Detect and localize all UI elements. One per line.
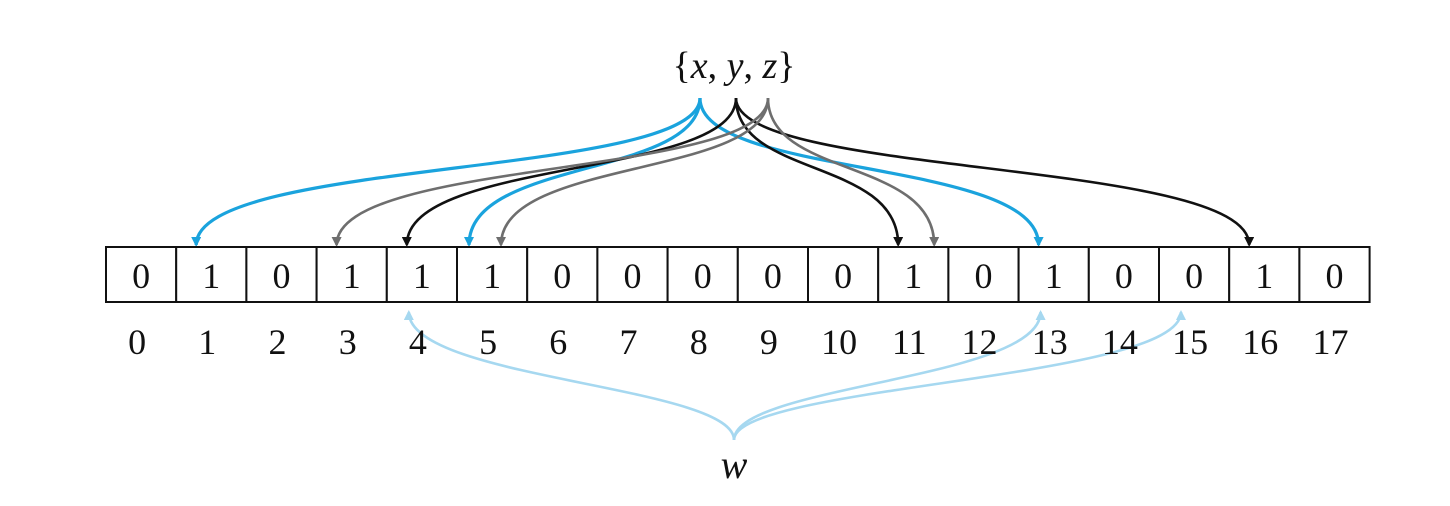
- hash-arrow-w-to-4: [403, 310, 736, 441]
- bit-value: 1: [483, 256, 501, 296]
- index-label: 10: [821, 322, 857, 362]
- index-label: 12: [962, 322, 998, 362]
- bit-cell: [1158, 246, 1231, 303]
- bit-value: 1: [202, 256, 220, 296]
- bit-value: 1: [1045, 256, 1063, 296]
- index-label: 6: [549, 322, 567, 362]
- bit-cell: [315, 246, 388, 303]
- bit-value: 0: [975, 256, 993, 296]
- bit-value: 1: [343, 256, 361, 296]
- bit-value: 1: [1255, 256, 1273, 296]
- hash-arrow-z-to-5: [496, 97, 770, 247]
- bit-cell: [105, 246, 178, 303]
- index-label: 14: [1102, 322, 1138, 362]
- bit-value: 0: [553, 256, 571, 296]
- index-label: 11: [892, 322, 927, 362]
- index-label: 2: [269, 322, 287, 362]
- bit-cell: [807, 246, 880, 303]
- bit-value: 1: [904, 256, 922, 296]
- bit-cell: [666, 246, 739, 303]
- hash-arrow-z-to-3: [331, 97, 770, 247]
- bit-value: 0: [694, 256, 712, 296]
- index-label: 1: [198, 322, 216, 362]
- set-label: {x, y, z}: [672, 45, 795, 87]
- bit-cell: [385, 246, 458, 303]
- bit-value: 0: [624, 256, 642, 296]
- query-element-label: w: [721, 442, 748, 487]
- index-label: 9: [760, 322, 778, 362]
- bit-cell: [947, 246, 1020, 303]
- index-label: 15: [1172, 322, 1208, 362]
- hash-arrows: [191, 97, 1255, 441]
- hash-arrow-y-to-4: [401, 97, 738, 247]
- bit-cell: [175, 246, 248, 303]
- index-label: 4: [409, 322, 427, 362]
- bit-value: 0: [834, 256, 852, 296]
- bit-cell: [1017, 246, 1090, 303]
- bit-cell: [245, 246, 318, 303]
- index-label: 17: [1313, 322, 1349, 362]
- bit-value: 0: [1115, 256, 1133, 296]
- hash-arrow-z-to-11: [766, 97, 940, 247]
- bit-cell: [526, 246, 599, 303]
- bit-value: 0: [132, 256, 150, 296]
- hash-arrow-x-to-1: [191, 97, 702, 247]
- index-label: 7: [620, 322, 638, 362]
- bit-array: 0 1 0 1 1 1 0 0 0 0 0 1 0 1 0 0 1 0: [105, 246, 1371, 303]
- index-label: 8: [690, 322, 708, 362]
- bit-cell: [1298, 246, 1371, 303]
- bit-cell: [1087, 246, 1161, 303]
- bit-cell: [456, 246, 529, 303]
- hash-arrow-w-to-13: [732, 310, 1046, 441]
- hash-arrow-w-to-15: [732, 310, 1186, 441]
- bit-value: 1: [413, 256, 431, 296]
- index-label: 13: [1032, 322, 1068, 362]
- index-label: 0: [128, 322, 146, 362]
- hash-arrow-x-to-5: [464, 97, 702, 247]
- bit-cell: [736, 246, 809, 303]
- index-label: 16: [1242, 322, 1278, 362]
- bit-cell: [1228, 246, 1301, 303]
- hash-arrow-y-to-11: [734, 97, 904, 247]
- bit-value: 0: [1326, 256, 1344, 296]
- bit-value: 0: [273, 256, 291, 296]
- bit-value: 0: [764, 256, 782, 296]
- index-label: 5: [479, 322, 497, 362]
- hash-arrow-y-to-16: [734, 97, 1255, 247]
- bit-value: 0: [1185, 256, 1203, 296]
- index-label: 3: [339, 322, 357, 362]
